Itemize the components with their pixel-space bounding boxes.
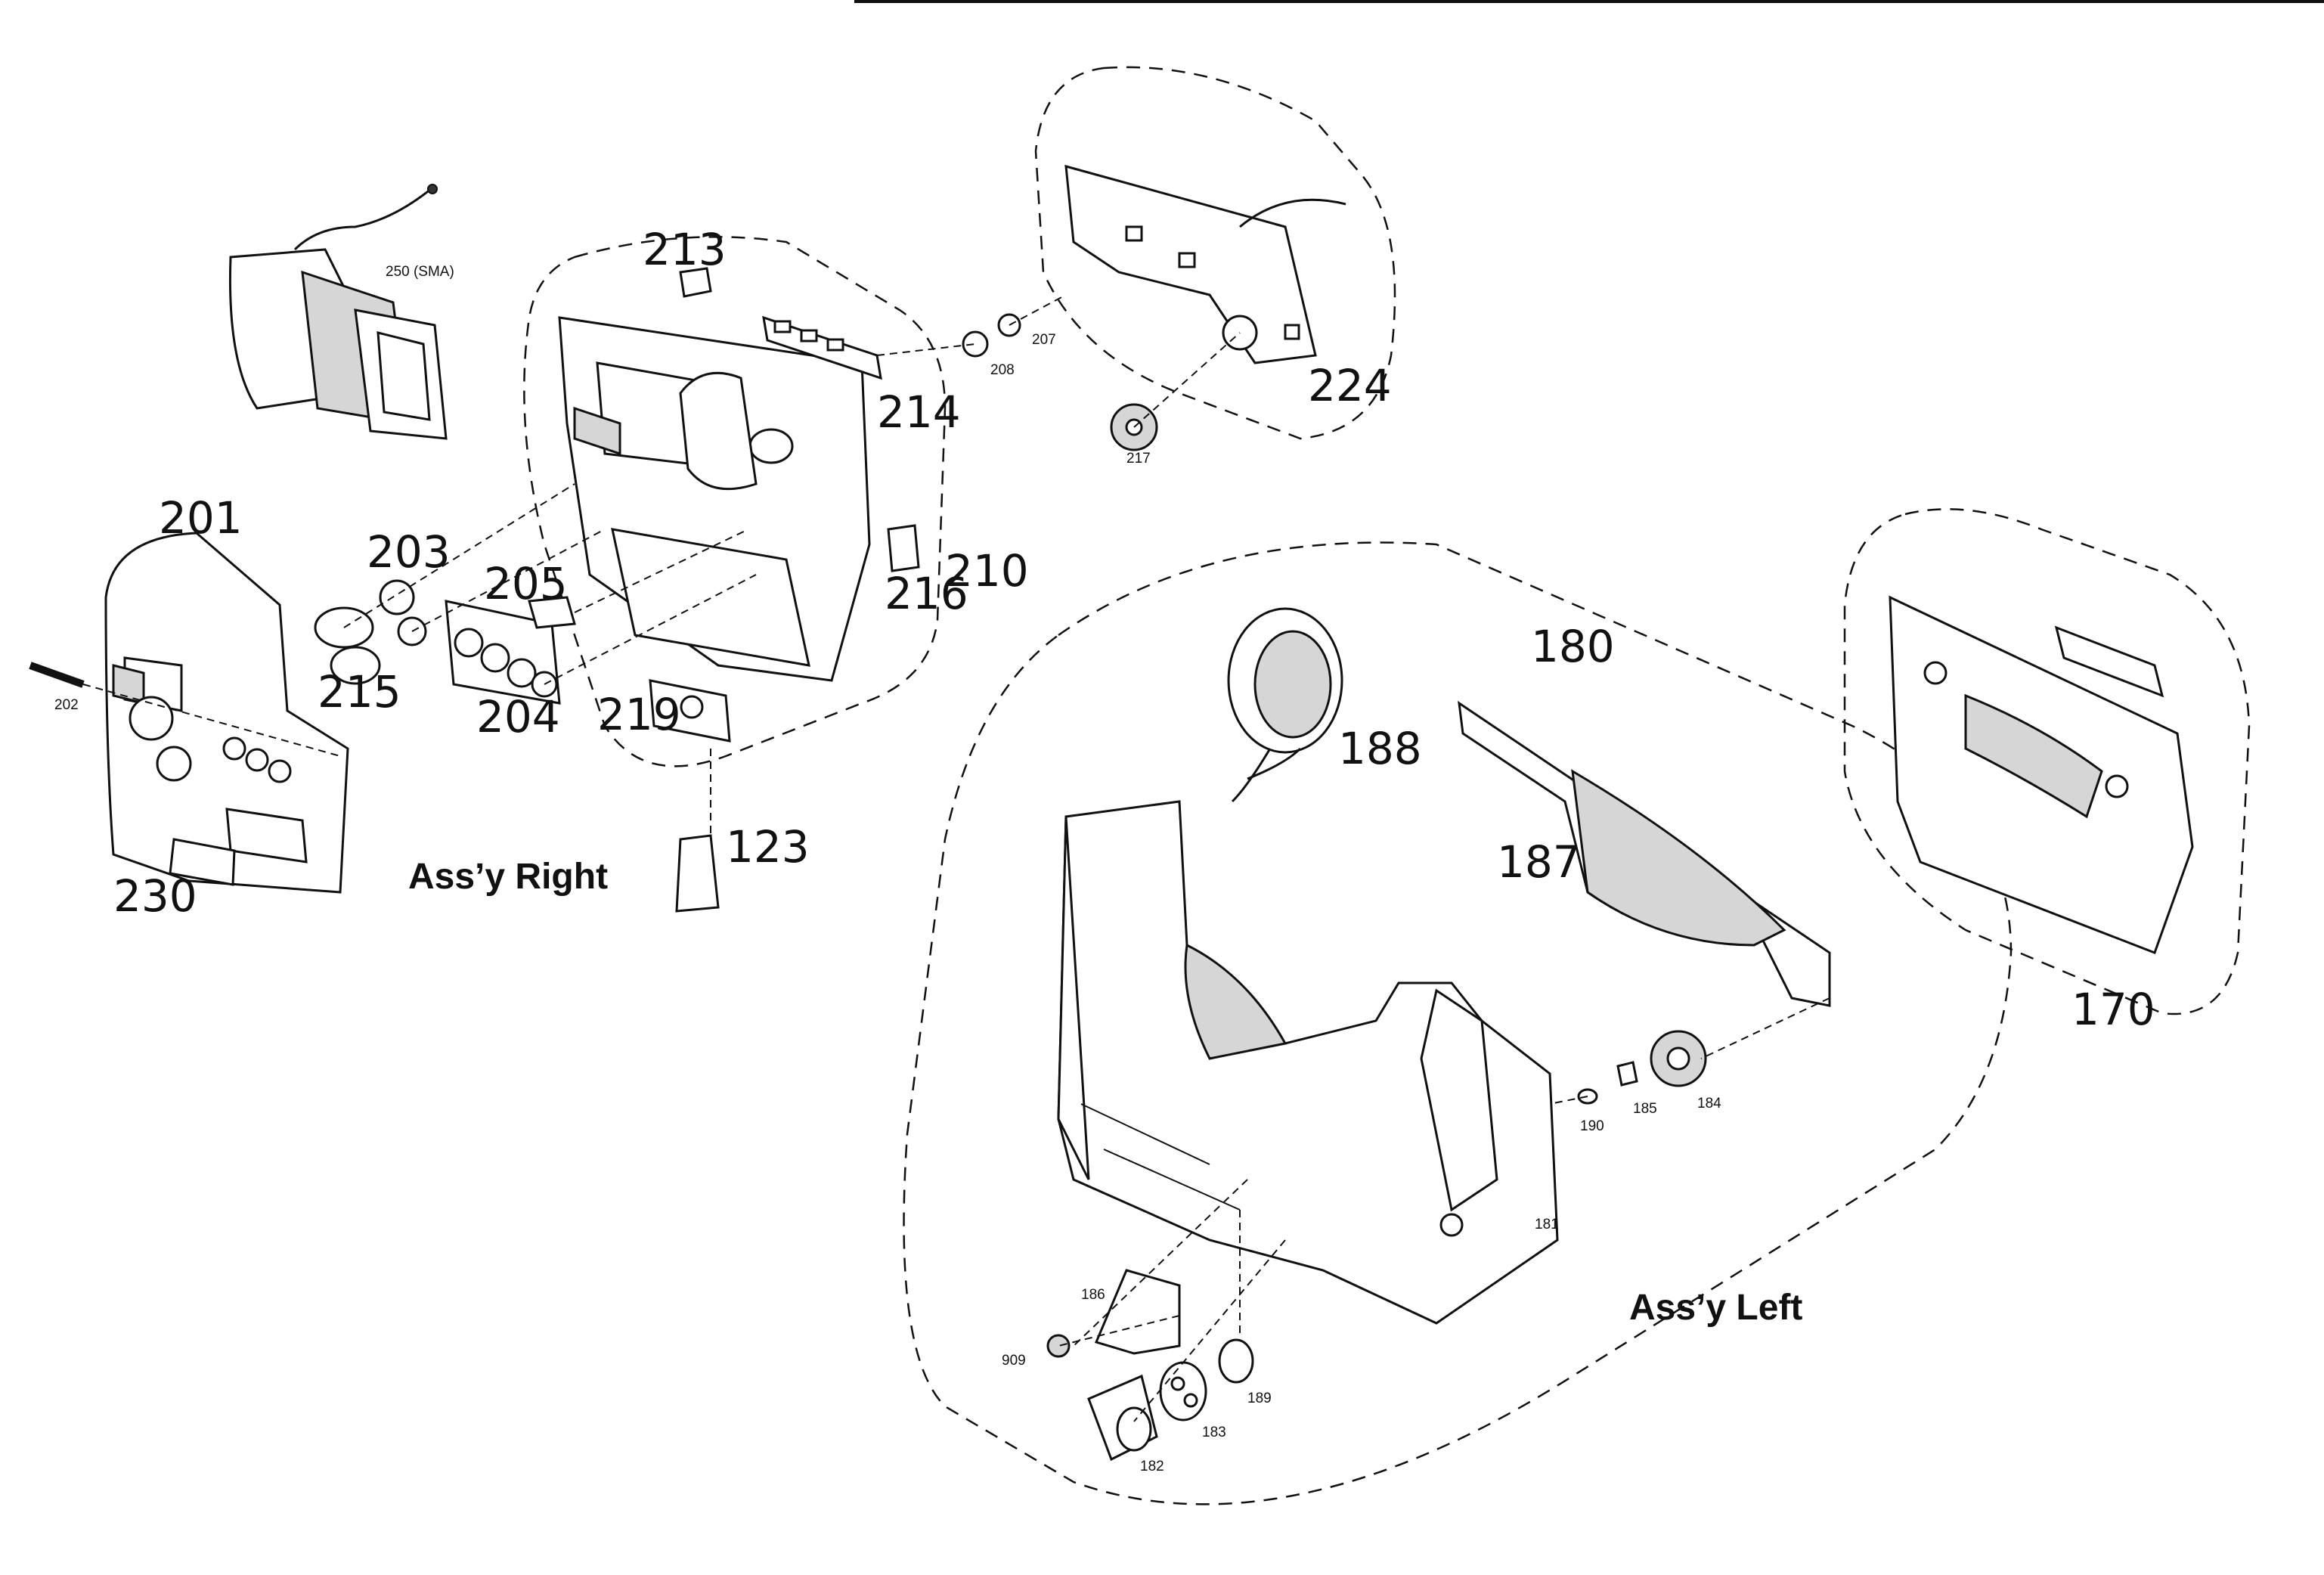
- screw-909: [1046, 1334, 1071, 1358]
- bracket-186: [1094, 1269, 1181, 1355]
- label-187: 187: [1497, 836, 1581, 888]
- block-205: [528, 596, 576, 629]
- label-909: 909: [1002, 1353, 1026, 1369]
- group-outline-right-frame: [523, 236, 947, 767]
- knobs-203: [379, 579, 427, 646]
- label-201: 201: [159, 492, 243, 544]
- label-210: 210: [945, 545, 1029, 597]
- label-203: 203: [367, 526, 451, 578]
- screw-202: [29, 662, 85, 688]
- pin-185: [1616, 1061, 1638, 1087]
- leader-lines: [82, 294, 1830, 1422]
- ring-189: [1218, 1338, 1254, 1384]
- label-170: 170: [2071, 984, 2155, 1035]
- frame-210: [558, 316, 871, 682]
- part-216: [887, 524, 920, 572]
- label-204: 204: [476, 691, 560, 743]
- label-217: 217: [1126, 451, 1151, 467]
- label-188: 188: [1338, 723, 1422, 774]
- group-outline-lcd-panel: [1843, 508, 2251, 1015]
- label-186: 186: [1081, 1287, 1105, 1303]
- label-184: 184: [1697, 1096, 1721, 1111]
- gear-184: [1650, 1030, 1707, 1087]
- label-205: 205: [484, 558, 568, 609]
- label-180: 180: [1531, 621, 1615, 672]
- assembly-right-heading: Ass’y Right: [408, 857, 608, 897]
- group-outline-left-assembly: [903, 541, 2013, 1505]
- label-183: 183: [1202, 1425, 1226, 1440]
- plate-183: [1159, 1361, 1207, 1422]
- label-207: 207: [1032, 332, 1056, 348]
- button-strip-214: [762, 315, 882, 380]
- bracket-123: [675, 834, 720, 913]
- group-outline-top-board: [1034, 66, 1396, 440]
- label-224: 224: [1308, 360, 1392, 411]
- label-215: 215: [318, 666, 401, 718]
- label-216: 216: [885, 568, 968, 619]
- label-190: 190: [1580, 1118, 1604, 1134]
- label-202: 202: [54, 697, 79, 713]
- part-213: [679, 267, 712, 298]
- badge-230: [169, 838, 236, 886]
- label-182: 182: [1140, 1459, 1164, 1474]
- label-213: 213: [643, 224, 727, 275]
- front-cover-201: [104, 532, 349, 894]
- label-250: 250 (SMA): [386, 264, 454, 280]
- label-214: 214: [877, 386, 961, 438]
- strap-187: [1458, 700, 1831, 1007]
- label-219: 219: [597, 689, 681, 740]
- label-189: 189: [1247, 1391, 1272, 1406]
- label-181: 181: [1535, 1217, 1559, 1232]
- case-body-181: [1057, 800, 1559, 1325]
- viewfinder-250: [228, 184, 448, 440]
- circuit-board-224: [1064, 164, 1346, 364]
- hinge-182: [1087, 1374, 1158, 1462]
- lcd-panel-170: [1889, 595, 2194, 954]
- lens-cap-188: [1227, 607, 1343, 803]
- assembly-left-heading: Ass’y Left: [1629, 1288, 1802, 1328]
- switch-board-204: [445, 600, 561, 705]
- label-185: 185: [1633, 1101, 1657, 1117]
- label-208: 208: [990, 362, 1015, 378]
- washer-208: [962, 330, 989, 358]
- label-230: 230: [113, 870, 197, 922]
- switch-219: [649, 679, 731, 743]
- label-123: 123: [726, 821, 810, 873]
